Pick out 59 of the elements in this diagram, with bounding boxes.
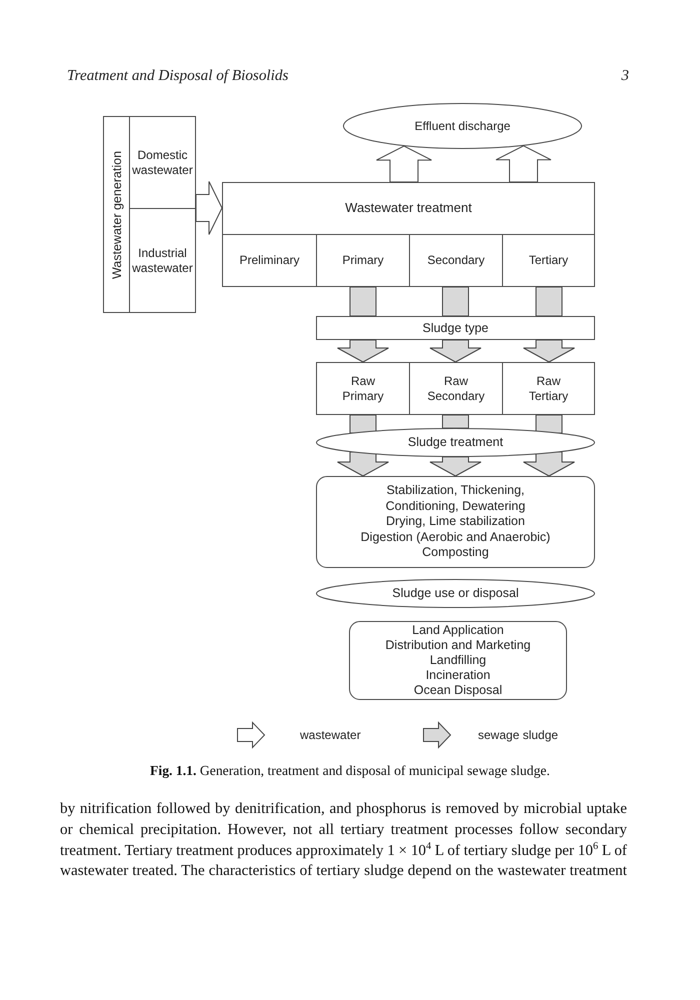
block-arrow [430,456,482,477]
node-label: Preliminary [239,253,300,268]
node-label: Effluent discharge [414,118,510,134]
source-cell [129,208,196,313]
block-arrow [523,340,575,363]
node-label: Ocean Disposal [414,683,502,698]
node-label: Industrial wastewater [131,246,194,275]
node-label: Stabilization, Thickening, [386,483,525,499]
arrow-shaft [442,414,469,429]
source-panel [103,116,196,313]
node-label: Landfilling [430,653,486,668]
block-arrow [196,181,223,235]
block-arrow [376,146,432,182]
arrow-shaft [536,414,562,434]
heading-text: Wastewater treatment [344,199,473,218]
node-label: Secondary [427,253,485,268]
sludge-type-bar [316,316,595,340]
source-cell [129,116,196,209]
option-box [349,621,567,700]
sludge-cell [409,362,503,415]
body-paragraph: by nitrification followed by denitrification, and phosphorus is removed by microbial uptake or chemical precipitation. However, not all tertiary treatment processes follow secondary treatment. Tertiary treatment produces approximately 1 × 10$^{4}$ L of tertiary sludge per 10$^{6}$ L of wastewater treated. The characteristics of tertiary sludge depend on the wastewater treatment [60,799,627,882]
vertical-label: Wastewater generation [109,150,124,279]
discharge-ellipse [343,103,582,149]
node-label: Digestion (Aerobic and Anaerobic) [360,530,550,546]
figure-caption: Fig. 1.1. Generation, treatment and disposal of municipal sewage sludge. [149,762,551,779]
node-label: Tertiary [528,253,568,268]
block-arrow [337,340,389,363]
node-label: Composting [422,545,489,561]
block-arrow [337,452,389,477]
arrow-shaft [442,286,469,316]
page-number: 3 [620,66,629,85]
node-label: Conditioning, Dewatering [386,498,526,514]
node-label: Raw Primary [341,374,385,403]
sludge-cell [316,362,410,415]
node-label: Drying, Lime stabilization [386,514,525,530]
running-header: Treatment and Disposal of Biosolids [67,66,288,85]
legend-label: wastewater [300,728,361,742]
treatment-panel [222,182,595,287]
node-label: Incineration [426,668,490,683]
node-label: Sludge type [422,320,489,336]
node-label: Domestic wastewater [131,148,194,177]
node-label: Raw Secondary [426,374,486,403]
node-label: Raw Tertiary [528,374,570,403]
block-arrow [430,340,482,363]
arrow-shaft [350,286,376,316]
process-box [316,476,595,568]
node-label: Primary [342,253,384,268]
sludge-cell [502,362,595,415]
disposal-ellipse [316,579,595,608]
legend-label: sewage sludge [478,728,558,742]
arrow-shaft [350,414,376,434]
block-arrow [523,451,575,477]
arrow-shaft [536,286,562,316]
node-label: Land Application [412,623,504,638]
node-label: Sludge use or disposal [392,586,519,601]
treatment-ellipse [316,428,595,457]
node-label: Distribution and Marketing [385,638,531,653]
node-label: Sludge treatment [408,435,504,450]
block-arrow [496,145,552,182]
